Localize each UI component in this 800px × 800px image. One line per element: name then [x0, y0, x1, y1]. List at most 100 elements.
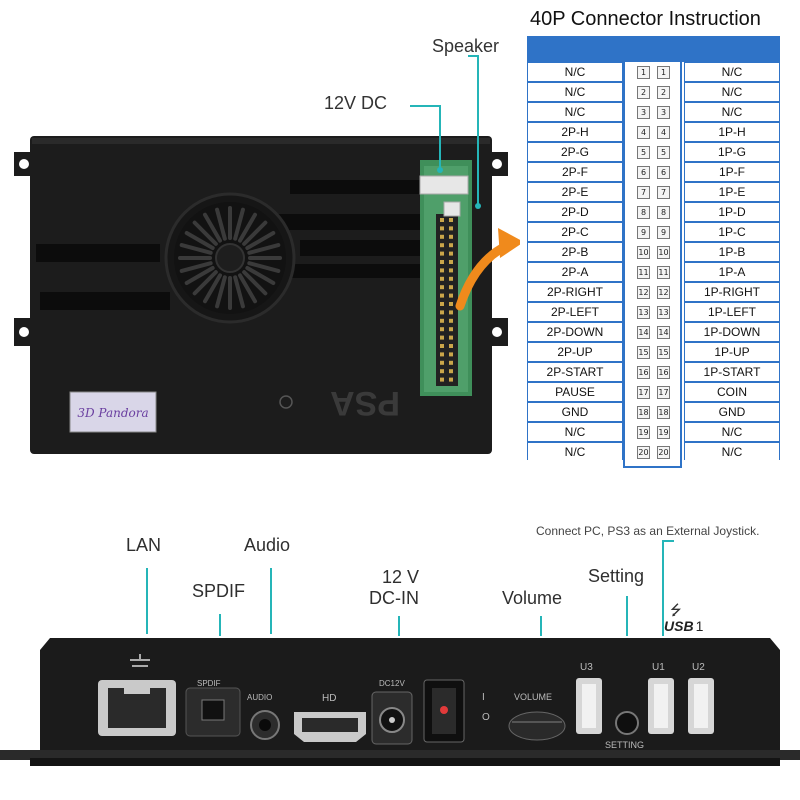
board-logo: PSA: [330, 384, 400, 422]
right-signal: 1P-A: [685, 263, 779, 281]
pin-number-left: 8: [637, 206, 650, 219]
right-signal: COIN: [685, 383, 779, 401]
fan-slot: [184, 231, 215, 250]
pin-number-left: 16: [637, 366, 650, 379]
fan-slot: [179, 243, 213, 255]
right-signal: 1P-D: [685, 203, 779, 221]
left-signal: 2P-START: [528, 363, 622, 381]
right-signal: N/C: [685, 443, 779, 461]
pin-number-left: 5: [637, 146, 650, 159]
spdif-leader: [219, 614, 221, 636]
volume-label: Volume: [502, 588, 563, 608]
header-pin: [449, 335, 453, 340]
left-signal: 2P-E: [528, 183, 622, 201]
header-pin: [440, 335, 444, 340]
left-signal: GND: [528, 403, 622, 421]
pin-number-right: 18: [657, 406, 670, 419]
pin-number-right: 13: [657, 306, 670, 319]
usb-leader: [662, 540, 664, 636]
volume-leader: [540, 616, 542, 636]
pin-column-frame: [623, 42, 682, 468]
header-pin: [449, 344, 453, 348]
header-pin: [440, 369, 444, 374]
header-pin: [449, 268, 453, 273]
left-signal: N/C: [528, 443, 622, 461]
header-pin: [449, 226, 453, 231]
panel-audio-print: AUDIO: [247, 693, 273, 702]
pin-number-left: 9: [637, 226, 650, 239]
setting-label: Setting: [588, 566, 645, 586]
fan-slot: [179, 261, 213, 273]
pin-number-left: 14: [637, 326, 650, 339]
pin-number-right: 9: [657, 226, 670, 239]
left-signal: 2P-B: [528, 243, 622, 261]
setting-leader: [626, 596, 628, 636]
pin-number-right: 10: [657, 246, 670, 259]
dc-label: 12V DC: [324, 93, 388, 113]
header-pin: [440, 268, 444, 273]
left-signal: N/C: [528, 83, 622, 101]
fan-slot: [215, 207, 227, 241]
lan-label: LAN: [126, 535, 162, 555]
fan-slot: [215, 275, 227, 309]
left-signal: 2P-UP: [528, 343, 622, 361]
header-pin: [449, 276, 453, 281]
header-pin: [440, 260, 444, 264]
right-signal: 1P-B: [685, 243, 779, 261]
fan-slot: [192, 220, 218, 246]
fan-slot: [233, 275, 245, 309]
header-pin: [449, 369, 453, 374]
left-signal: PAUSE: [528, 383, 622, 401]
fan-slot: [238, 273, 257, 304]
header-pin: [440, 327, 444, 332]
panel-volume-print: VOLUME: [514, 692, 553, 702]
fan-slot: [247, 243, 281, 255]
fan-slot: [238, 212, 257, 243]
header-pin: [449, 285, 453, 290]
left-signal: 2P-G: [528, 143, 622, 161]
table-header: [527, 42, 780, 62]
sticker-text: 3D Pandora: [77, 406, 148, 420]
header-pin: [449, 234, 453, 239]
right-signal: N/C: [685, 63, 779, 81]
left-signal: 2P-A: [528, 263, 622, 281]
panel-switch-on: I: [482, 692, 485, 703]
header-pin: [440, 344, 444, 348]
board-illustration: 3D Pandora PSA: [14, 55, 520, 454]
header-pin: [440, 276, 444, 281]
pin-number-left: 6: [637, 166, 650, 179]
pin-number-left: 17: [637, 386, 650, 399]
pin-number-left: 20: [637, 446, 650, 459]
audio-label: Audio: [244, 535, 291, 555]
fan-slot: [184, 266, 215, 285]
usb-number: 1: [695, 618, 704, 634]
connect-note-leader: [662, 540, 674, 542]
pin-number-right: 2: [657, 86, 670, 99]
pin-number-left: 7: [637, 186, 650, 199]
pin-number-left: 4: [637, 126, 650, 139]
right-signal: N/C: [685, 83, 779, 101]
pin-number-right: 20: [657, 446, 670, 459]
speaker-label: Speaker: [432, 36, 500, 56]
